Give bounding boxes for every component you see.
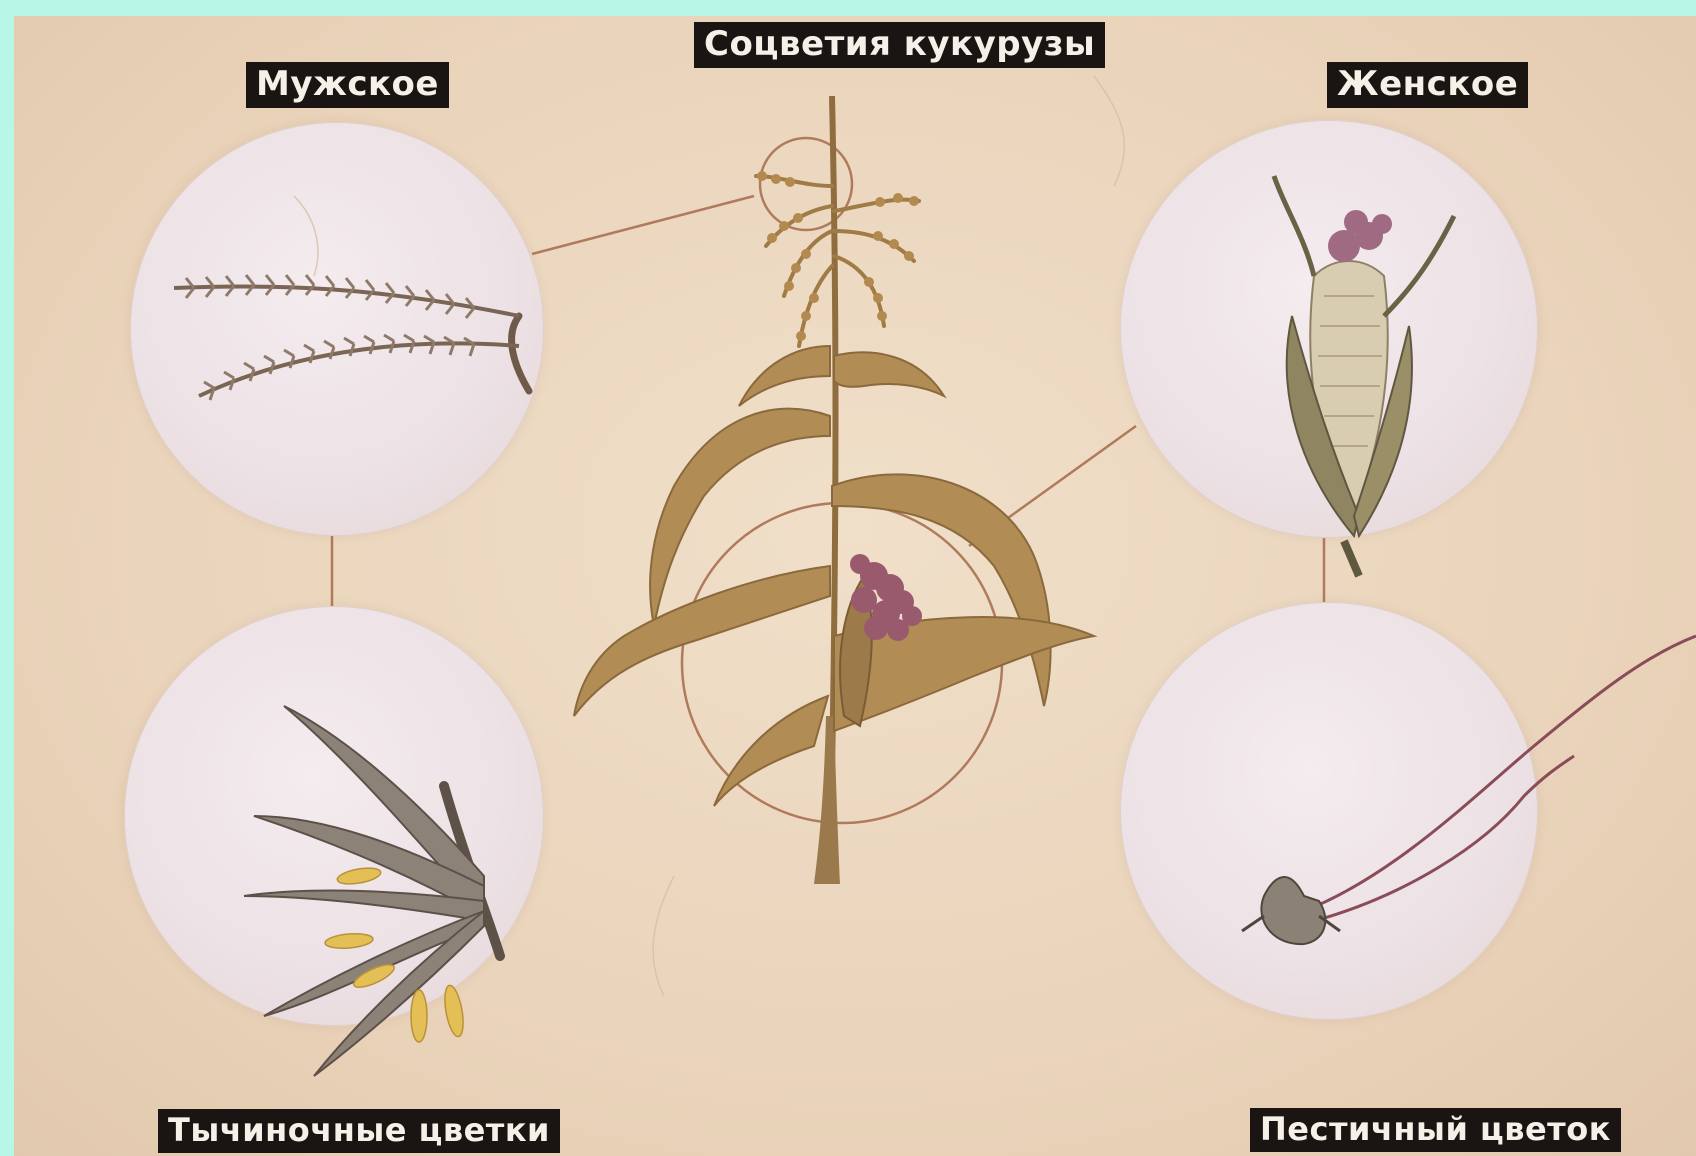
- connector-male: [532, 196, 754, 254]
- male-inflorescence-label: Мужское: [246, 62, 449, 108]
- diagram-title: Соцветия кукурузы: [694, 22, 1105, 68]
- female-inflorescence-label: Женское: [1327, 62, 1528, 108]
- male-inflorescence-drawing: [174, 275, 529, 400]
- stamen-flowers-drawing: [244, 706, 500, 1076]
- stamen-flowers-label: Тычиночные цветки: [158, 1109, 560, 1153]
- corn-plant-illustration: [574, 96, 1094, 884]
- diagram-canvas: Соцветия кукурузы Мужское Женское Тычино…: [14, 16, 1696, 1156]
- pistil-flower-drawing: [1242, 636, 1696, 944]
- female-inflorescence-drawing: [1274, 176, 1454, 576]
- pistil-flower-label: Пестичный цветок: [1250, 1108, 1621, 1152]
- diagram-illustration: [14, 16, 1696, 1156]
